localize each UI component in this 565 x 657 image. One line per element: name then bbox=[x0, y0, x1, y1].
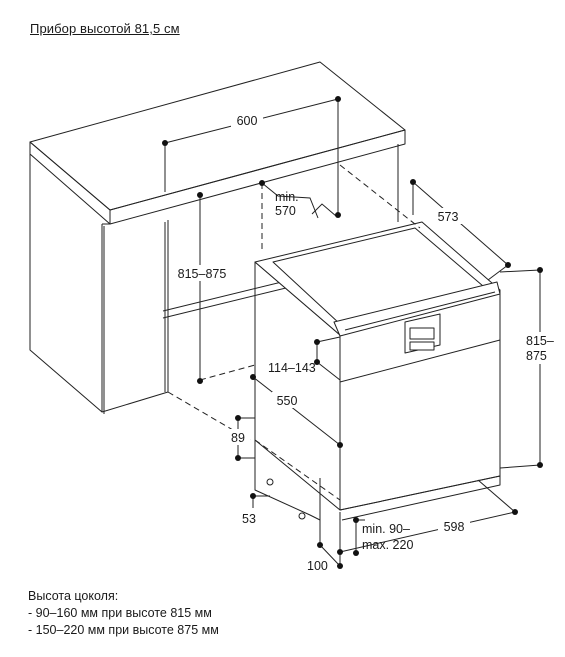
dim-plinth-min: min. 90– bbox=[362, 522, 410, 536]
dim-min-570: 570 bbox=[275, 204, 296, 218]
dim-width-600: 600 bbox=[237, 114, 258, 128]
notes-item: - 150–220 мм при высоте 875 мм bbox=[28, 623, 219, 637]
notes-heading: Высота цоколя: bbox=[28, 589, 119, 603]
dim-height-right-bottom: 875 bbox=[526, 349, 547, 363]
dim-height-right-top: 815– bbox=[526, 334, 554, 348]
dishwasher bbox=[254, 221, 501, 521]
dim-depth-573: 573 bbox=[438, 210, 459, 224]
notes-item: - 90–160 мм при высоте 815 мм bbox=[28, 606, 212, 620]
dim-plinth-max: max. 220 bbox=[362, 538, 413, 552]
plinth-notes: Высота цоколя: - 90–160 мм при высоте 81… bbox=[28, 588, 219, 639]
dim-panel-114-143: 114–143 bbox=[268, 361, 316, 375]
dim-toe-53: 53 bbox=[242, 512, 256, 526]
countertop bbox=[29, 61, 406, 225]
dim-height-left: 815–875 bbox=[178, 267, 227, 281]
dim-width-598: 598 bbox=[444, 520, 465, 534]
dim-min-label: min. bbox=[275, 190, 299, 204]
dim-toe-89: 89 bbox=[231, 431, 245, 445]
dim-foot-100: 100 bbox=[307, 559, 328, 573]
diagram-title: Прибор высотой 81,5 см bbox=[30, 21, 180, 36]
dim-depth-550: 550 bbox=[277, 394, 298, 408]
